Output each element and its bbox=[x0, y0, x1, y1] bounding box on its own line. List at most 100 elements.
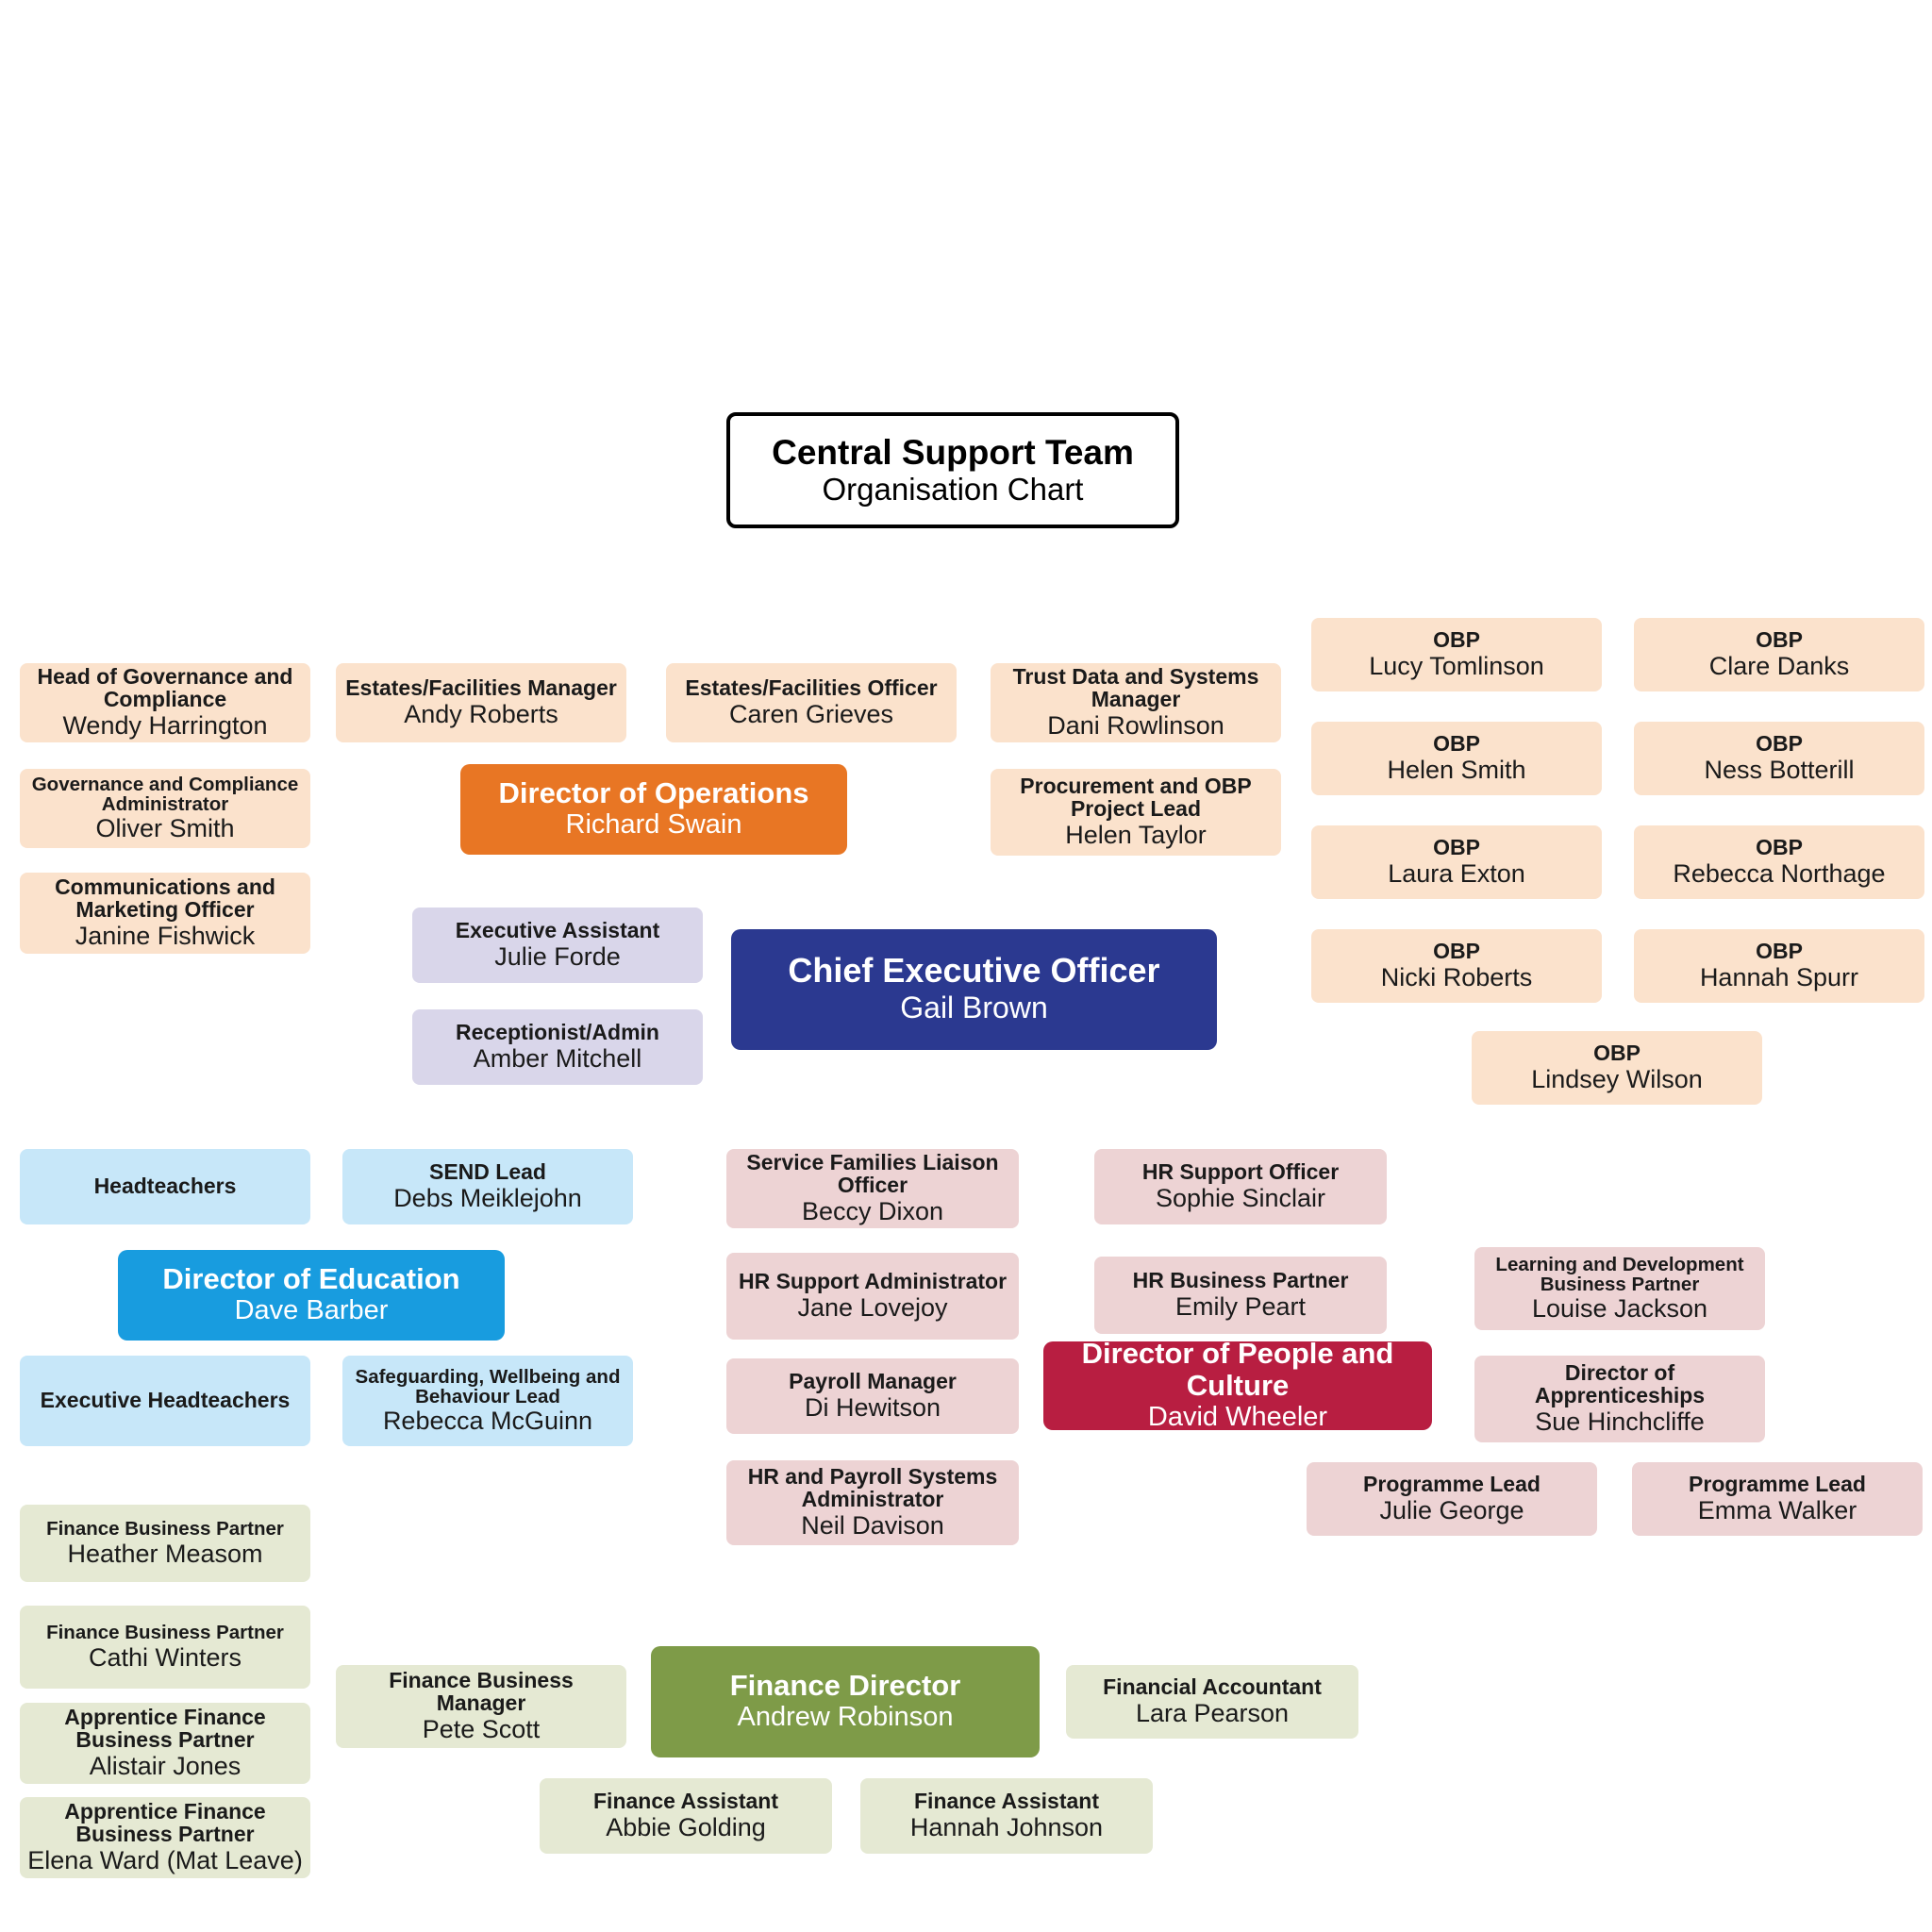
person-name: Emily Peart bbox=[1174, 1291, 1307, 1321]
role-title: Director of Education bbox=[162, 1261, 460, 1295]
person-name: Dave Barber bbox=[234, 1295, 389, 1326]
role-title: Director of Apprenticeships bbox=[1534, 1359, 1706, 1407]
person-name: Helen Taylor bbox=[1065, 820, 1207, 849]
person-name: Heather Measom bbox=[67, 1539, 263, 1568]
person-name: Julie George bbox=[1379, 1495, 1524, 1524]
role-title: Estates/Facilities Manager bbox=[345, 675, 617, 700]
role-title: Finance Business Partner bbox=[46, 1622, 284, 1644]
person-name: Jane Lovejoy bbox=[797, 1292, 948, 1322]
role-title: Learning and Development Business Partne… bbox=[1495, 1253, 1744, 1295]
org-box-headteachers: Headteachers bbox=[20, 1149, 310, 1224]
person-name: Helen Smith bbox=[1387, 755, 1526, 784]
role-title: Finance Assistant bbox=[914, 1788, 1099, 1813]
person-name: Elena Ward (Mat Leave) bbox=[27, 1845, 303, 1874]
role-title: Programme Lead bbox=[1689, 1471, 1866, 1496]
person-name: Sophie Sinclair bbox=[1155, 1183, 1326, 1212]
person-name: Louise Jackson bbox=[1531, 1294, 1708, 1324]
person-name: Abbie Golding bbox=[606, 1812, 766, 1841]
role-title: Receptionist/Admin bbox=[456, 1019, 659, 1044]
role-title: Procurement and OBP Project Lead bbox=[1020, 773, 1252, 821]
role-title: HR Support Administrator bbox=[738, 1268, 1008, 1293]
role-title: OBP bbox=[1756, 730, 1803, 756]
role-title: OBP bbox=[1593, 1040, 1641, 1065]
person-name: Nicki Roberts bbox=[1380, 962, 1533, 991]
role-title: HR Support Officer bbox=[1141, 1158, 1340, 1184]
person-name: Oliver Smith bbox=[95, 814, 235, 843]
person-name: Andy Roberts bbox=[404, 699, 558, 728]
role-title: Financial Accountant bbox=[1103, 1674, 1322, 1699]
role-title: Finance Director bbox=[729, 1668, 961, 1702]
person-name: Gail Brown bbox=[900, 991, 1048, 1025]
org-box-exec-headteachers: Executive Headteachers bbox=[20, 1356, 310, 1446]
role-title: Chief Executive Officer bbox=[788, 951, 1160, 991]
role-title: Payroll Manager bbox=[789, 1368, 957, 1393]
role-title: Director of Operations bbox=[498, 775, 809, 809]
role-title: OBP bbox=[1433, 730, 1480, 756]
chart-title: Central Support Team bbox=[772, 433, 1134, 472]
person-name: Andrew Robinson bbox=[737, 1702, 954, 1733]
person-name: Caren Grieves bbox=[728, 699, 894, 728]
person-name: Beccy Dixon bbox=[801, 1196, 944, 1225]
role-title: Headteachers bbox=[93, 1174, 237, 1199]
org-box-learning-dev-bp: Learning and Development Business Partne… bbox=[1474, 1247, 1765, 1330]
person-name: Debs Meiklejohn bbox=[393, 1183, 582, 1212]
person-name: Rebecca McGuinn bbox=[382, 1407, 593, 1436]
org-box-safeguarding: Safeguarding, Wellbeing and Behaviour Le… bbox=[342, 1356, 633, 1446]
role-title: Programme Lead bbox=[1363, 1471, 1541, 1496]
role-title: SEND Lead bbox=[429, 1158, 546, 1184]
role-title: OBP bbox=[1433, 626, 1480, 652]
role-title: Finance Business Manager bbox=[389, 1667, 574, 1715]
role-title: Apprentice Finance Business Partner bbox=[64, 1798, 266, 1846]
role-title: OBP bbox=[1756, 626, 1803, 652]
role-title: Safeguarding, Wellbeing and Behaviour Le… bbox=[355, 1365, 621, 1407]
role-title: OBP bbox=[1756, 938, 1803, 963]
role-title: OBP bbox=[1433, 834, 1480, 859]
person-name: Emma Walker bbox=[1697, 1495, 1857, 1524]
role-title: Executive Headteachers bbox=[40, 1388, 291, 1413]
chart-subtitle: Organisation Chart bbox=[822, 471, 1084, 507]
role-title: Trust Data and Systems Manager bbox=[1012, 663, 1259, 711]
person-name: Julie Forde bbox=[494, 941, 621, 971]
role-title: Executive Assistant bbox=[455, 917, 660, 942]
role-title: OBP bbox=[1433, 938, 1480, 963]
person-name: Di Hewitson bbox=[804, 1392, 941, 1422]
person-name: Pete Scott bbox=[422, 1714, 541, 1743]
person-name: Clare Danks bbox=[1708, 651, 1850, 680]
role-title: HR Business Partner bbox=[1132, 1267, 1349, 1292]
person-name: Wendy Harrington bbox=[62, 710, 268, 740]
person-name: Janine Fishwick bbox=[75, 921, 256, 950]
person-name: Richard Swain bbox=[565, 809, 742, 841]
